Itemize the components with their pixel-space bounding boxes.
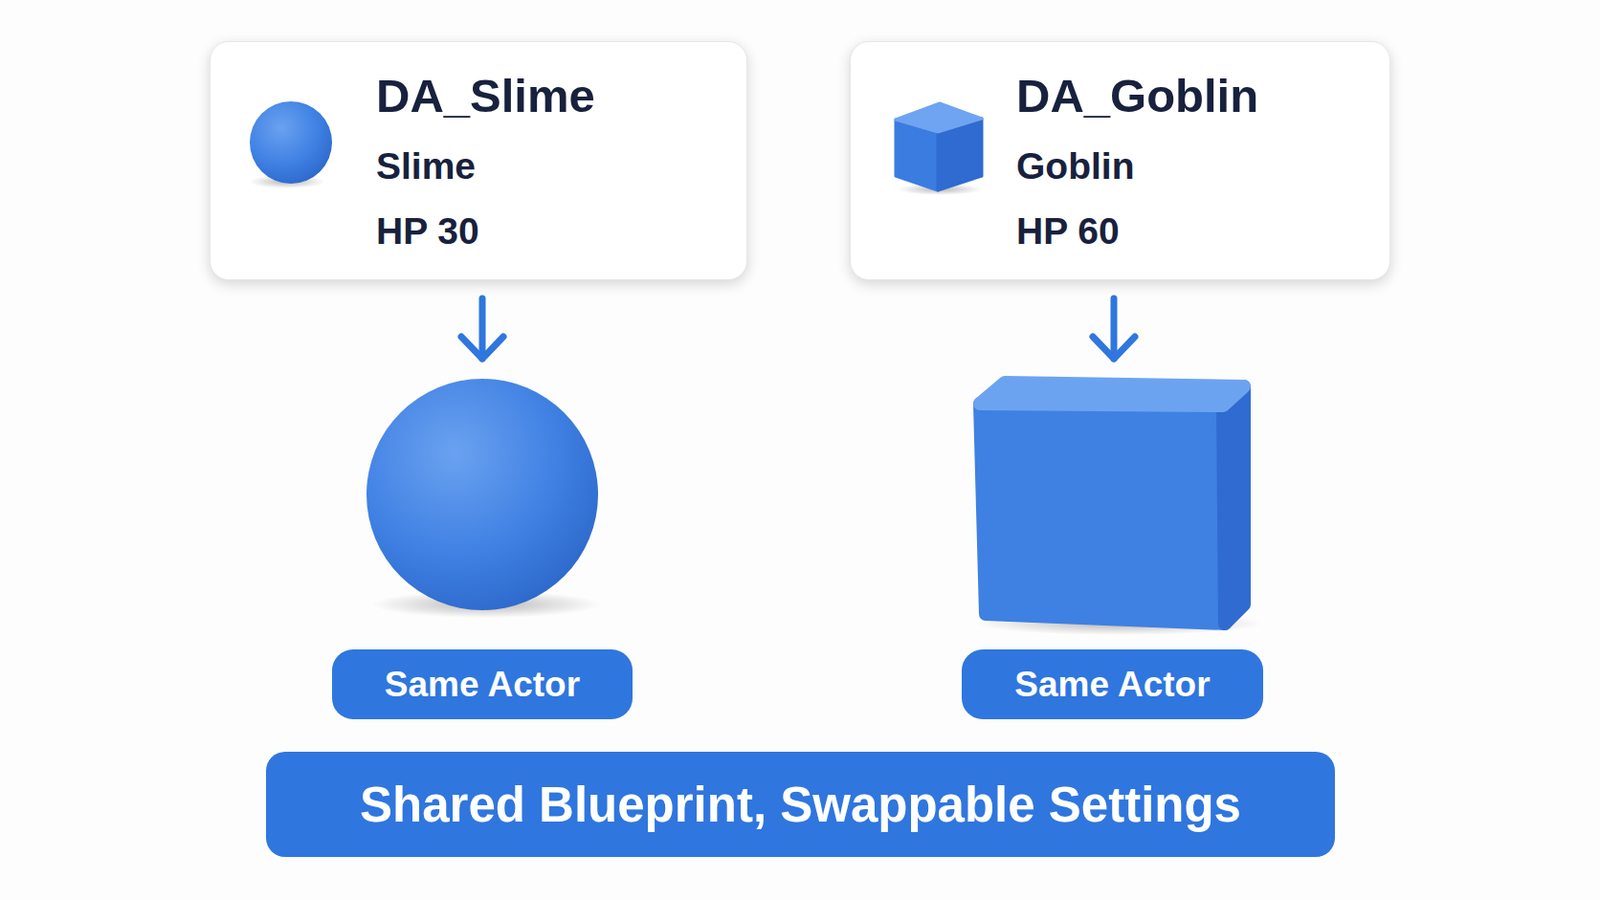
cube-icon [895, 103, 982, 196]
icon-shadow [248, 175, 326, 189]
pill-label: Same Actor [384, 665, 580, 706]
actor-pill: Same Actor [332, 649, 633, 720]
goblin-cube [976, 382, 1264, 636]
down-arrow [1092, 298, 1135, 359]
data-asset-card: DA_GoblinGoblin HP 60 [849, 41, 1391, 281]
asset-name: DA_Goblin [1016, 68, 1378, 123]
down-arrow [461, 298, 504, 359]
actor-pill: Same Actor [961, 649, 1264, 720]
asset-name: DA_Slime [376, 68, 735, 123]
sphere-icon [249, 101, 333, 184]
enemy-name: Slime [376, 145, 735, 188]
summary-band: Shared Blueprint, Swappable Settings [266, 752, 1335, 858]
slime-sphere [366, 378, 599, 611]
band-label: Shared Blueprint, Swappable Settings [359, 777, 1242, 834]
data-asset-card: DA_SlimeSlime HP 30 [209, 41, 748, 281]
pill-label: Same Actor [1014, 665, 1210, 706]
enemy-name: Goblin [1016, 145, 1378, 188]
hp-value: HP 60 [1016, 210, 1378, 253]
hp-value: HP 30 [376, 210, 735, 253]
sphere-shadow [371, 591, 601, 619]
